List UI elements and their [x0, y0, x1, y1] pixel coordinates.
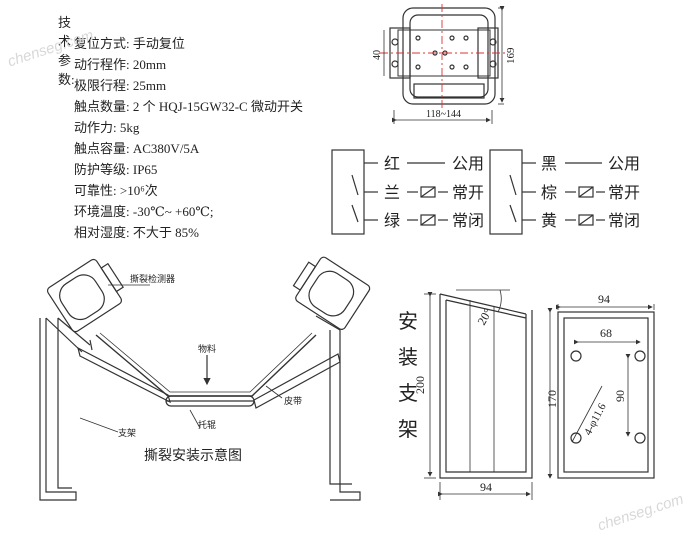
wire-color-left-2: 兰 [384, 183, 400, 202]
wire-color-right-1: 黑 [541, 154, 557, 173]
wire-function-left-3: 常闭 [452, 211, 484, 230]
bracket-title-char: 架 [398, 417, 418, 441]
label-switch: 撕裂检测器 [130, 273, 175, 285]
wiring-left [331, 149, 448, 235]
spec-row: 极限行程: 25mm [74, 78, 167, 93]
wire-function-left-2: 常开 [452, 183, 484, 202]
spec-row: 环境温度: -30℃~ +60℃; [74, 204, 214, 219]
install-caption: 撕裂安装示意图 [144, 447, 242, 464]
plate-inner-top-label: 68 [600, 326, 612, 340]
spec-row: 动行程作: 20mm [74, 57, 167, 72]
bracket-title-char: 支 [398, 381, 418, 405]
spec-title: 技术参数: [58, 15, 75, 87]
install-diagram [39, 256, 371, 501]
bracket-bottom-label: 94 [480, 480, 492, 494]
spec-row: 相对湿度: 不大于 85% [74, 225, 199, 240]
spec-row: 防护等级: IP65 [74, 162, 158, 177]
mounting-plate [547, 304, 655, 479]
wire-function-right-2: 常开 [608, 183, 640, 202]
plate-inner-vert-label: 90 [613, 390, 627, 402]
wire-function-left-1: 公用 [452, 154, 484, 173]
bracket-title-char: 安 [398, 309, 418, 333]
mounting-bracket [424, 289, 533, 500]
wire-color-right-3: 黄 [541, 211, 557, 230]
label-roller: 托辊 [198, 419, 216, 431]
bracket-height-label: 200 [413, 376, 427, 394]
dim-bottom-label: 118~144 [426, 109, 461, 120]
wire-color-left-1: 红 [384, 154, 400, 173]
spec-row: 可靠性: >10⁶次 [74, 183, 158, 198]
dim-left-label: 40 [372, 50, 383, 60]
label-bracket: 支架 [118, 427, 136, 439]
label-belt: 皮带 [284, 395, 302, 407]
spec-row: 触点容量: AC380V/5A [74, 141, 200, 156]
wiring-right [489, 149, 605, 235]
spec-row: 复位方式: 手动复位 [74, 36, 185, 51]
wire-color-right-2: 棕 [541, 183, 557, 202]
plate-top-label: 94 [598, 292, 610, 306]
label-material: 物料 [198, 343, 216, 355]
bracket-angle-label: 20° [474, 306, 495, 328]
spec-row: 动作力: 5kg [74, 120, 140, 135]
wire-function-right-1: 公用 [608, 154, 640, 173]
plate-hole-label: 4-φ11.6 [582, 401, 609, 437]
spec-row: 触点数量: 2 个 HQJ-15GW32-C 微动开关 [74, 99, 303, 114]
wire-function-right-3: 常闭 [608, 211, 640, 230]
plate-height-label: 170 [545, 390, 559, 408]
bracket-title-char: 装 [398, 345, 418, 369]
switch-top-view [380, 4, 505, 124]
wire-color-left-3: 绿 [384, 211, 400, 230]
dim-right-label: 169 [505, 47, 517, 64]
